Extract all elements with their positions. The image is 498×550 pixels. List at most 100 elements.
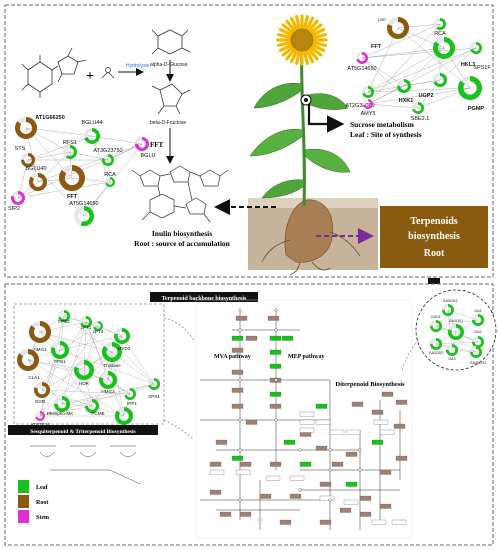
- leaf-network: FFTRCAAT5G14650HKL3HXK1UGP2AT2G38040SPS1…: [345, 16, 491, 122]
- kegg-gene-box: [281, 335, 294, 341]
- gene-label-atste24: ATSTE24: [30, 422, 50, 427]
- gene-label-hxk1: HXK1: [399, 98, 414, 104]
- gene-thiolase-ring: [102, 342, 122, 362]
- backbone-network: FPS2HMG1CLA1FPS1GGRcPT1cPT4HDRThiolaseMV…: [17, 310, 160, 433]
- gene-label-hmg2: HMG2: [101, 389, 115, 394]
- kegg-gene-box: [231, 403, 244, 409]
- legend-root-swatch: [18, 495, 29, 508]
- kegg-compound: [238, 418, 242, 422]
- gene-mk-node: [114, 406, 134, 425]
- kegg-gene-box: [209, 489, 222, 495]
- gene-kao1-node: [430, 319, 443, 333]
- kegg-gene-box: [231, 335, 244, 341]
- network-edge: [367, 87, 471, 93]
- kegg-map: MVA pathway MEP pathway Diterpenoid Bios…: [195, 299, 413, 539]
- gene-bglu-node: [134, 136, 149, 152]
- kegg-map-link-box: [299, 419, 315, 425]
- sesqui-title-bar: [8, 425, 158, 435]
- network-edge: [367, 87, 471, 105]
- gene-label-ga2: GA2: [474, 309, 481, 313]
- kegg-gene-box: [215, 439, 228, 445]
- gene-hmg2-node: [98, 370, 118, 389]
- network-edge: [17, 181, 111, 199]
- gene-bglu-ring: [134, 137, 149, 152]
- network-edge: [367, 27, 399, 93]
- kegg-compound: [238, 448, 242, 452]
- gene-rca-node: [434, 17, 447, 31]
- gene-at1g66250-node: [14, 116, 37, 139]
- kegg-gene-box: [339, 507, 352, 513]
- gene-pgmp-ring: [457, 75, 482, 100]
- gene-label-at1g66250: AT1G66250: [35, 115, 65, 121]
- diterpenoid-title-bg: [340, 378, 402, 388]
- kegg-compound: [238, 498, 242, 502]
- kegg-map-link-box: [343, 499, 359, 505]
- gene-label-phospho-mk: Phospho-MK: [47, 411, 74, 416]
- gene-atste24-ring: [35, 411, 45, 421]
- kegg-map-link-box: [345, 429, 361, 435]
- network-edge: [27, 151, 71, 161]
- kegg-gene-box: [371, 409, 384, 415]
- network-edge: [25, 127, 93, 137]
- kegg-compound: [238, 328, 242, 332]
- gene-label-ga2ox1: GA2OX1: [449, 319, 463, 323]
- gene-sts-ring: [20, 152, 35, 167]
- network-edge: [367, 79, 441, 93]
- kegg-gene-box: [259, 493, 272, 499]
- gene-bglu44-node: [84, 127, 101, 145]
- terpenoid-box-line1: Terpenoids: [410, 216, 458, 227]
- plant-illustration: [248, 14, 378, 276]
- network-edge: [361, 47, 445, 59]
- network-edge: [39, 349, 61, 417]
- legend-leaf-label: Leaf: [36, 485, 49, 491]
- legend: Leaf Root Stem: [18, 480, 49, 523]
- gene-label-ga2ox2: GA2OX2: [429, 351, 443, 355]
- network-edge: [91, 135, 143, 145]
- gene-rca-node: [105, 177, 115, 187]
- kegg-gene-box: [269, 363, 282, 369]
- gene-label-rca: RCA: [104, 172, 116, 178]
- gene-label-mvd2: MVD2: [118, 346, 131, 351]
- gene-label-ga3ox4: GA3OX4: [443, 299, 457, 303]
- network-edge: [85, 321, 125, 417]
- kegg-gene-box: [269, 349, 282, 355]
- inulin-molecule: [131, 165, 229, 223]
- gene-fps1-node: [50, 340, 70, 359]
- network-edge: [367, 103, 419, 109]
- kegg-gene-box: [331, 461, 344, 467]
- network-edge: [451, 331, 457, 351]
- kegg-gene-box: [345, 451, 358, 457]
- gene-label-kao1: KAO1: [431, 315, 441, 319]
- network-edge: [111, 351, 125, 417]
- network-edge: [39, 331, 93, 407]
- legend-leaf-swatch: [18, 480, 29, 493]
- gibberellin-connector: [401, 339, 419, 373]
- kegg-map-link-box: [265, 475, 281, 481]
- kegg-compound: [274, 378, 278, 382]
- mva-pathway-label: MVA pathway: [214, 354, 251, 360]
- kegg-map-link-box: [371, 519, 387, 525]
- gene-label-sbe2-1: SBE2.1: [411, 116, 430, 122]
- gene-ga3-node: [446, 343, 459, 357]
- kegg-map-link-box: [299, 427, 315, 433]
- kegg-map-area: [195, 299, 413, 539]
- gene-ipp1-ring: [124, 388, 137, 401]
- gene-ga3ox4-node: [442, 303, 455, 317]
- gene-label-cpt4: cPT4: [93, 329, 104, 334]
- diterpenoid-title: Diterpenoid Biosynthesis: [335, 381, 405, 388]
- kegg-gene-box: [351, 401, 364, 407]
- kegg-gene-box: [315, 445, 328, 451]
- network-edge: [61, 383, 155, 405]
- gene-cpt4-node: [93, 321, 103, 331]
- kegg-gene-box: [231, 455, 244, 461]
- kegg-gene-box: [359, 511, 372, 517]
- kegg-gene-box: [209, 461, 222, 467]
- alpha-glucose-label: alpha-D-Glucose: [150, 62, 188, 68]
- gene-label-bglu40: BGLU40: [25, 166, 46, 172]
- network-edge: [361, 57, 405, 87]
- gene-fft-ring: [387, 16, 409, 39]
- gene-ga2ox1-ring: [447, 324, 464, 341]
- kegg-gene-box: [381, 391, 394, 397]
- network-edge: [61, 393, 131, 405]
